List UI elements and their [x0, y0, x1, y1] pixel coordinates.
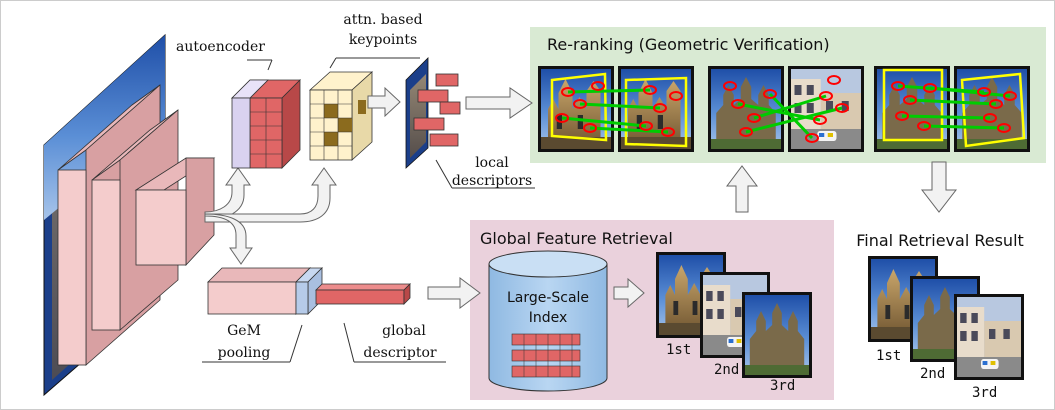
gem-pooling-block — [207, 267, 323, 315]
reranking-title: Re-ranking (Geometric Verification) — [547, 35, 830, 54]
final-rank-2-label: 2nd — [920, 366, 945, 382]
arrow-to-candidates — [613, 277, 645, 309]
arrow-up-to-reranking — [726, 165, 758, 213]
final-image-3 — [954, 294, 1024, 380]
gem-label-line1: GeM — [227, 323, 261, 339]
local-descriptors-block — [405, 57, 461, 169]
autoencoder-block — [231, 79, 301, 169]
arrow-to-reranking — [465, 87, 533, 119]
match-pair-1 — [538, 66, 694, 152]
rank-2-label: 2nd — [714, 362, 739, 378]
global-descriptor-bar — [315, 283, 411, 305]
rank-3-label: 3rd — [770, 378, 795, 394]
arrow-to-global-retrieval — [427, 277, 481, 309]
attention-keypoints-block — [308, 71, 374, 161]
local-label-line2: descriptors — [452, 173, 532, 189]
rank-1-label: 1st — [666, 342, 691, 358]
autoencoder-label: autoencoder — [176, 39, 265, 55]
global-retrieval-title: Global Feature Retrieval — [480, 229, 673, 248]
final-rank-1-label: 1st — [876, 348, 901, 364]
arrow-to-local — [367, 86, 401, 118]
index-label-line2: Index — [529, 310, 568, 326]
final-result-title: Final Retrieval Result — [856, 231, 1024, 250]
branch-arrow — [204, 167, 337, 265]
match-pair-2 — [708, 66, 864, 152]
index-label-line1: Large-Scale — [507, 290, 589, 306]
global-label-line2: descriptor — [363, 345, 436, 361]
gem-label-line2: pooling — [218, 345, 271, 361]
arrow-to-final-result — [920, 161, 958, 213]
candidate-image-3 — [742, 292, 812, 378]
attn-label-line2: keypoints — [349, 32, 417, 48]
large-scale-index-cylinder — [488, 250, 608, 392]
local-label-line1: local — [475, 155, 509, 171]
attn-label-line1: attn. based — [343, 12, 422, 28]
cnn-layer-3 — [134, 157, 216, 267]
final-rank-3-label: 3rd — [972, 385, 997, 401]
global-label-line1: global — [382, 323, 426, 339]
match-pair-3 — [874, 66, 1030, 152]
